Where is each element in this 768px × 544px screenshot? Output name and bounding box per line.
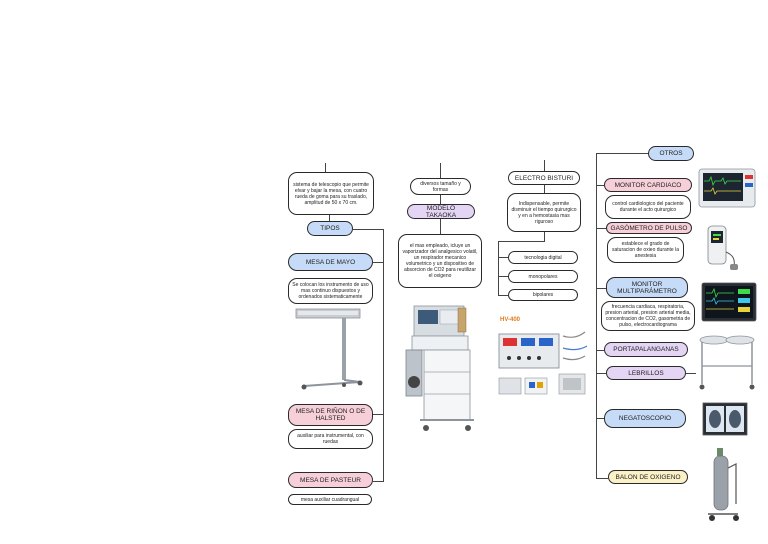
negatoscope-image bbox=[702, 402, 748, 436]
diversos-tamano-node: diversos tamaño y formas bbox=[410, 178, 471, 195]
mesa-de-mayo-node: MESA DE MAYO bbox=[288, 253, 373, 271]
connector bbox=[596, 153, 648, 154]
connector bbox=[596, 478, 608, 479]
mesa-de-rinon-node: MESA DE RIÑON O DE HALSTED bbox=[288, 404, 373, 426]
connector bbox=[498, 241, 544, 242]
modelo-takaoka-node: MODELO TAKAOKA bbox=[407, 204, 475, 219]
connector bbox=[325, 163, 326, 173]
connector bbox=[544, 160, 545, 171]
anesthesia-machine-image bbox=[404, 302, 480, 436]
hv400-label: HV-400 bbox=[500, 317, 521, 323]
connector bbox=[373, 481, 384, 482]
portapalanganas-node: PORTAPALANGANAS bbox=[604, 342, 688, 357]
mesa-de-rinon-description: auxiliar para instrumental, con ruedas bbox=[288, 429, 373, 449]
mayo-table-image bbox=[294, 306, 372, 392]
connector bbox=[686, 373, 696, 374]
tipos-description: sistema de telescopio que permite elvar … bbox=[288, 172, 374, 215]
lebrillos-node: LEBRILLOS bbox=[606, 366, 686, 380]
gasometro-description: establece el grado de saturacion de oxie… bbox=[607, 237, 684, 263]
basin-stand-image bbox=[696, 330, 758, 392]
connector bbox=[383, 229, 384, 482]
connector bbox=[596, 228, 606, 229]
tipos-node: TIPOS bbox=[307, 221, 353, 236]
connector bbox=[596, 153, 597, 478]
connector bbox=[498, 257, 508, 258]
pulse-oximeter-image bbox=[702, 222, 742, 272]
connector bbox=[544, 185, 545, 193]
cardiac-monitor-image bbox=[697, 167, 757, 211]
monopolares-item: monopolares bbox=[508, 270, 578, 283]
mesa-de-pasteur-description: mesa auxiliar cuadrangual bbox=[288, 494, 372, 505]
electro-bisturi-node: ELECTRO BISTURI bbox=[508, 171, 580, 185]
connector bbox=[498, 295, 508, 296]
multiparameter-monitor-image bbox=[700, 281, 758, 323]
bipolares-item: bipolares bbox=[508, 289, 578, 301]
monitor-cardiaco-node: MONITOR CARDIACO bbox=[604, 178, 692, 192]
connector bbox=[329, 215, 330, 221]
multiparametro-description: frecuencia cardiaca, respiratoria, presi… bbox=[601, 301, 695, 331]
connector bbox=[440, 219, 441, 234]
monitor-cardiaco-description: control cardiologico del paciente durant… bbox=[605, 195, 691, 219]
tecnologia-digital-item: tecnologia digital bbox=[508, 251, 578, 264]
connector bbox=[596, 288, 606, 289]
connector bbox=[498, 276, 508, 277]
connector bbox=[596, 418, 604, 419]
connector bbox=[440, 195, 441, 204]
connector bbox=[596, 373, 606, 374]
connector bbox=[373, 262, 384, 263]
negatoscopio-node: NEGATOSCOPIO bbox=[604, 409, 686, 428]
connector bbox=[596, 350, 604, 351]
connector bbox=[373, 414, 384, 415]
connector bbox=[353, 229, 384, 230]
balon-de-oxigeno-node: BALON DE OXIGENO bbox=[608, 470, 688, 484]
connector bbox=[440, 163, 441, 178]
electrosurgical-unit-image bbox=[497, 326, 589, 402]
connector bbox=[596, 185, 604, 186]
modelo-takaoka-description: el mas empleado, icluye un vaporizador d… bbox=[398, 234, 482, 288]
connector bbox=[498, 241, 499, 296]
electro-bisturi-description: Indispensable, permite disminuir el tiem… bbox=[507, 193, 581, 232]
otros-node: OTROS bbox=[648, 146, 694, 161]
oxygen-tank-image bbox=[702, 444, 746, 524]
monitor-multiparametro-node: MONITOR MULTIPARÁMETRO bbox=[606, 277, 688, 298]
mesa-de-mayo-description: Se colocan los instrumento de uso mas co… bbox=[288, 278, 373, 304]
mesa-de-pasteur-node: MESA DE PASTEUR bbox=[288, 472, 373, 488]
gasometro-de-pulso-node: GASÓMETRO DE PULSO bbox=[606, 222, 692, 234]
connector bbox=[544, 232, 545, 242]
